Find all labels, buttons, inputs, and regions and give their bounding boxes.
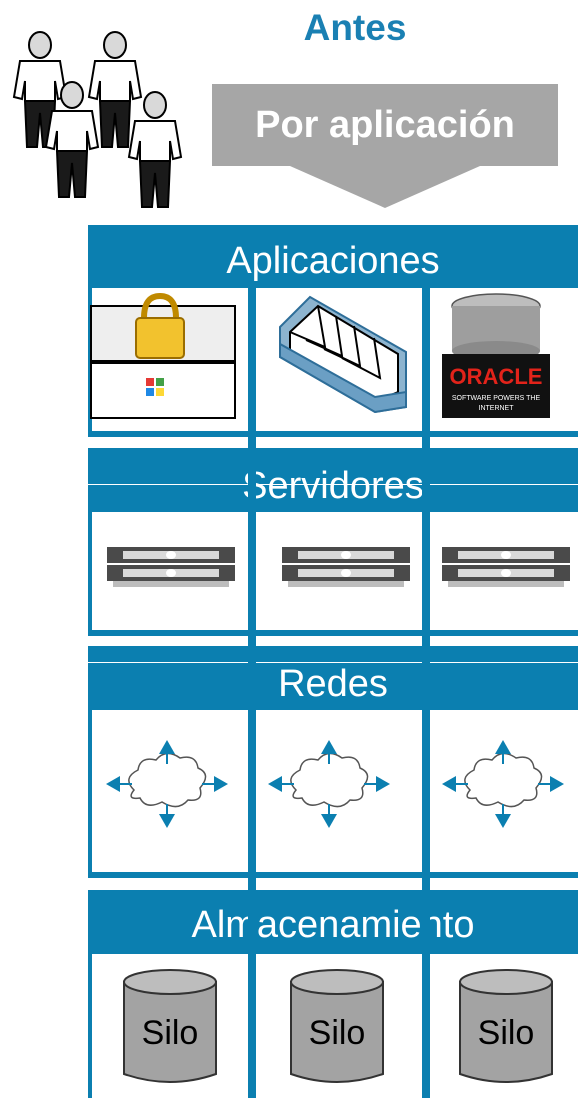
down-arrow-icon (212, 84, 558, 208)
network-cloud-icon (442, 740, 564, 828)
people-icon (13, 31, 182, 208)
arrow-label: Por aplicación (255, 103, 515, 146)
security-icon (90, 292, 236, 419)
server-icon (107, 547, 235, 587)
applications-label: Aplicaciones (226, 240, 440, 282)
storage-label: Almacenamiento (191, 904, 475, 946)
layer-divider (88, 662, 578, 663)
column-divider (422, 288, 430, 1098)
oracle-logo-text: ORACLE (449, 364, 543, 389)
page-title: Antes (303, 7, 407, 48)
silo-label: Silo (308, 1014, 366, 1052)
oracle-database-icon (442, 293, 550, 418)
database-silo-icon (123, 969, 217, 1083)
column-divider (248, 288, 256, 1098)
servers-label: Servidores (242, 465, 424, 507)
windows-logo-icon (146, 378, 164, 396)
server-icon (282, 547, 410, 587)
database-silo-icon (459, 969, 553, 1083)
database-silo-icon (290, 969, 384, 1083)
networks-label: Redes (278, 663, 388, 705)
silo-label: Silo (141, 1014, 199, 1052)
mail-tray-icon (279, 295, 407, 414)
network-cloud-icon (268, 740, 390, 828)
server-icon (442, 547, 570, 587)
silo-label: Silo (477, 1014, 535, 1052)
layer-divider (88, 484, 578, 485)
network-cloud-icon (106, 740, 228, 828)
oracle-tagline: SOFTWARE POWERS THE INTERNET (451, 395, 541, 412)
